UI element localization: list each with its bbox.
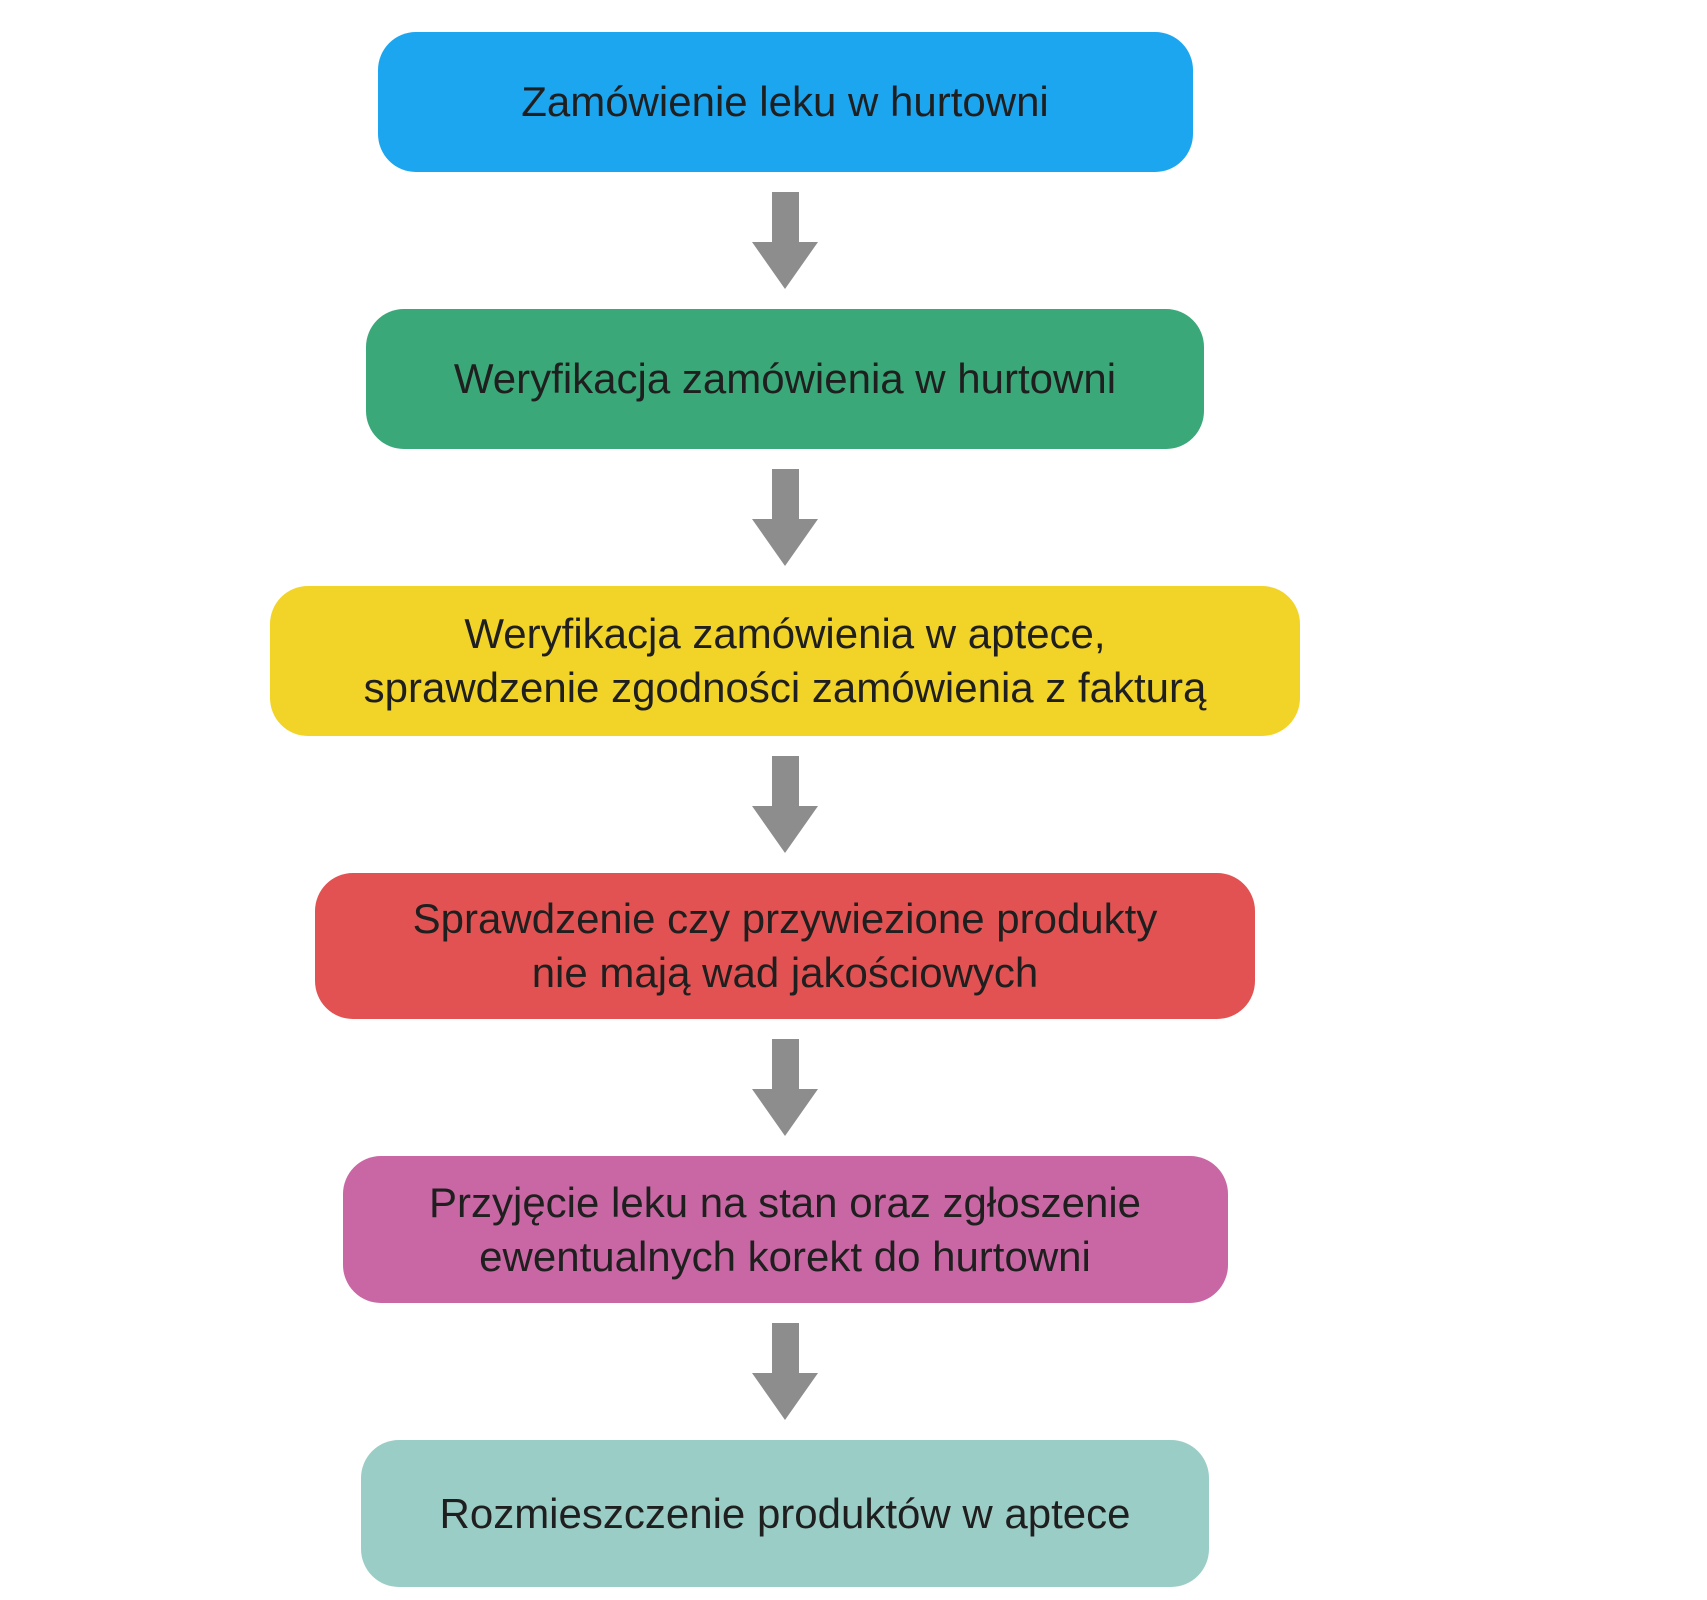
arrow-head [752,519,818,566]
arrow-shaft [771,192,799,242]
step-text-line: Rozmieszczenie produktów w aptece [439,1489,1131,1537]
step-text-line: sprawdzenie zgodności zamówienia z faktu… [363,664,1207,711]
step-text-line: Zamówienie leku w hurtowni [521,78,1049,125]
step-stock-intake-corrections: Przyjęcie leku na stan oraz zgłoszenie e… [342,1156,1228,1303]
step-verify-wholesale: Weryfikacja zamówienia w hurtowni [366,309,1204,449]
arrow-head [752,1373,818,1420]
down-arrow-icon [752,1039,818,1136]
step-text-line: ewentualnych korekt do hurtowni [479,1232,1091,1280]
step-order-wholesale: Zamówienie leku w hurtowni [377,32,1193,172]
arrow-shaft [771,1039,799,1089]
step-verify-pharmacy-invoice: Weryfikacja zamówienia w aptece, sprawdz… [270,586,1300,736]
arrow-shaft [771,469,799,519]
arrow-head [752,806,818,853]
down-arrow-icon [752,756,818,853]
arrow-head [752,1089,818,1136]
step-text-line: nie mają wad jakościowych [531,949,1039,996]
step-text-line: Przyjęcie leku na stan oraz zgłoszenie [428,1178,1142,1226]
down-arrow-icon [752,1323,818,1420]
step-quality-check: Sprawdzenie czy przywiezione produkty ni… [315,873,1255,1019]
down-arrow-icon [752,469,818,566]
arrow-head [752,242,818,289]
step-text-line: Weryfikacja zamówienia w aptece, [464,610,1106,657]
flowchart: Zamówienie leku w hurtowni Weryfikacja z… [270,32,1300,1587]
arrow-shaft [771,1323,799,1373]
down-arrow-icon [752,192,818,289]
step-text-line: Weryfikacja zamówienia w hurtowni [453,355,1117,402]
step-product-placement: Rozmieszczenie produktów w aptece [361,1440,1209,1587]
step-text-line: Sprawdzenie czy przywiezione produkty [412,895,1158,942]
arrow-shaft [771,756,799,806]
